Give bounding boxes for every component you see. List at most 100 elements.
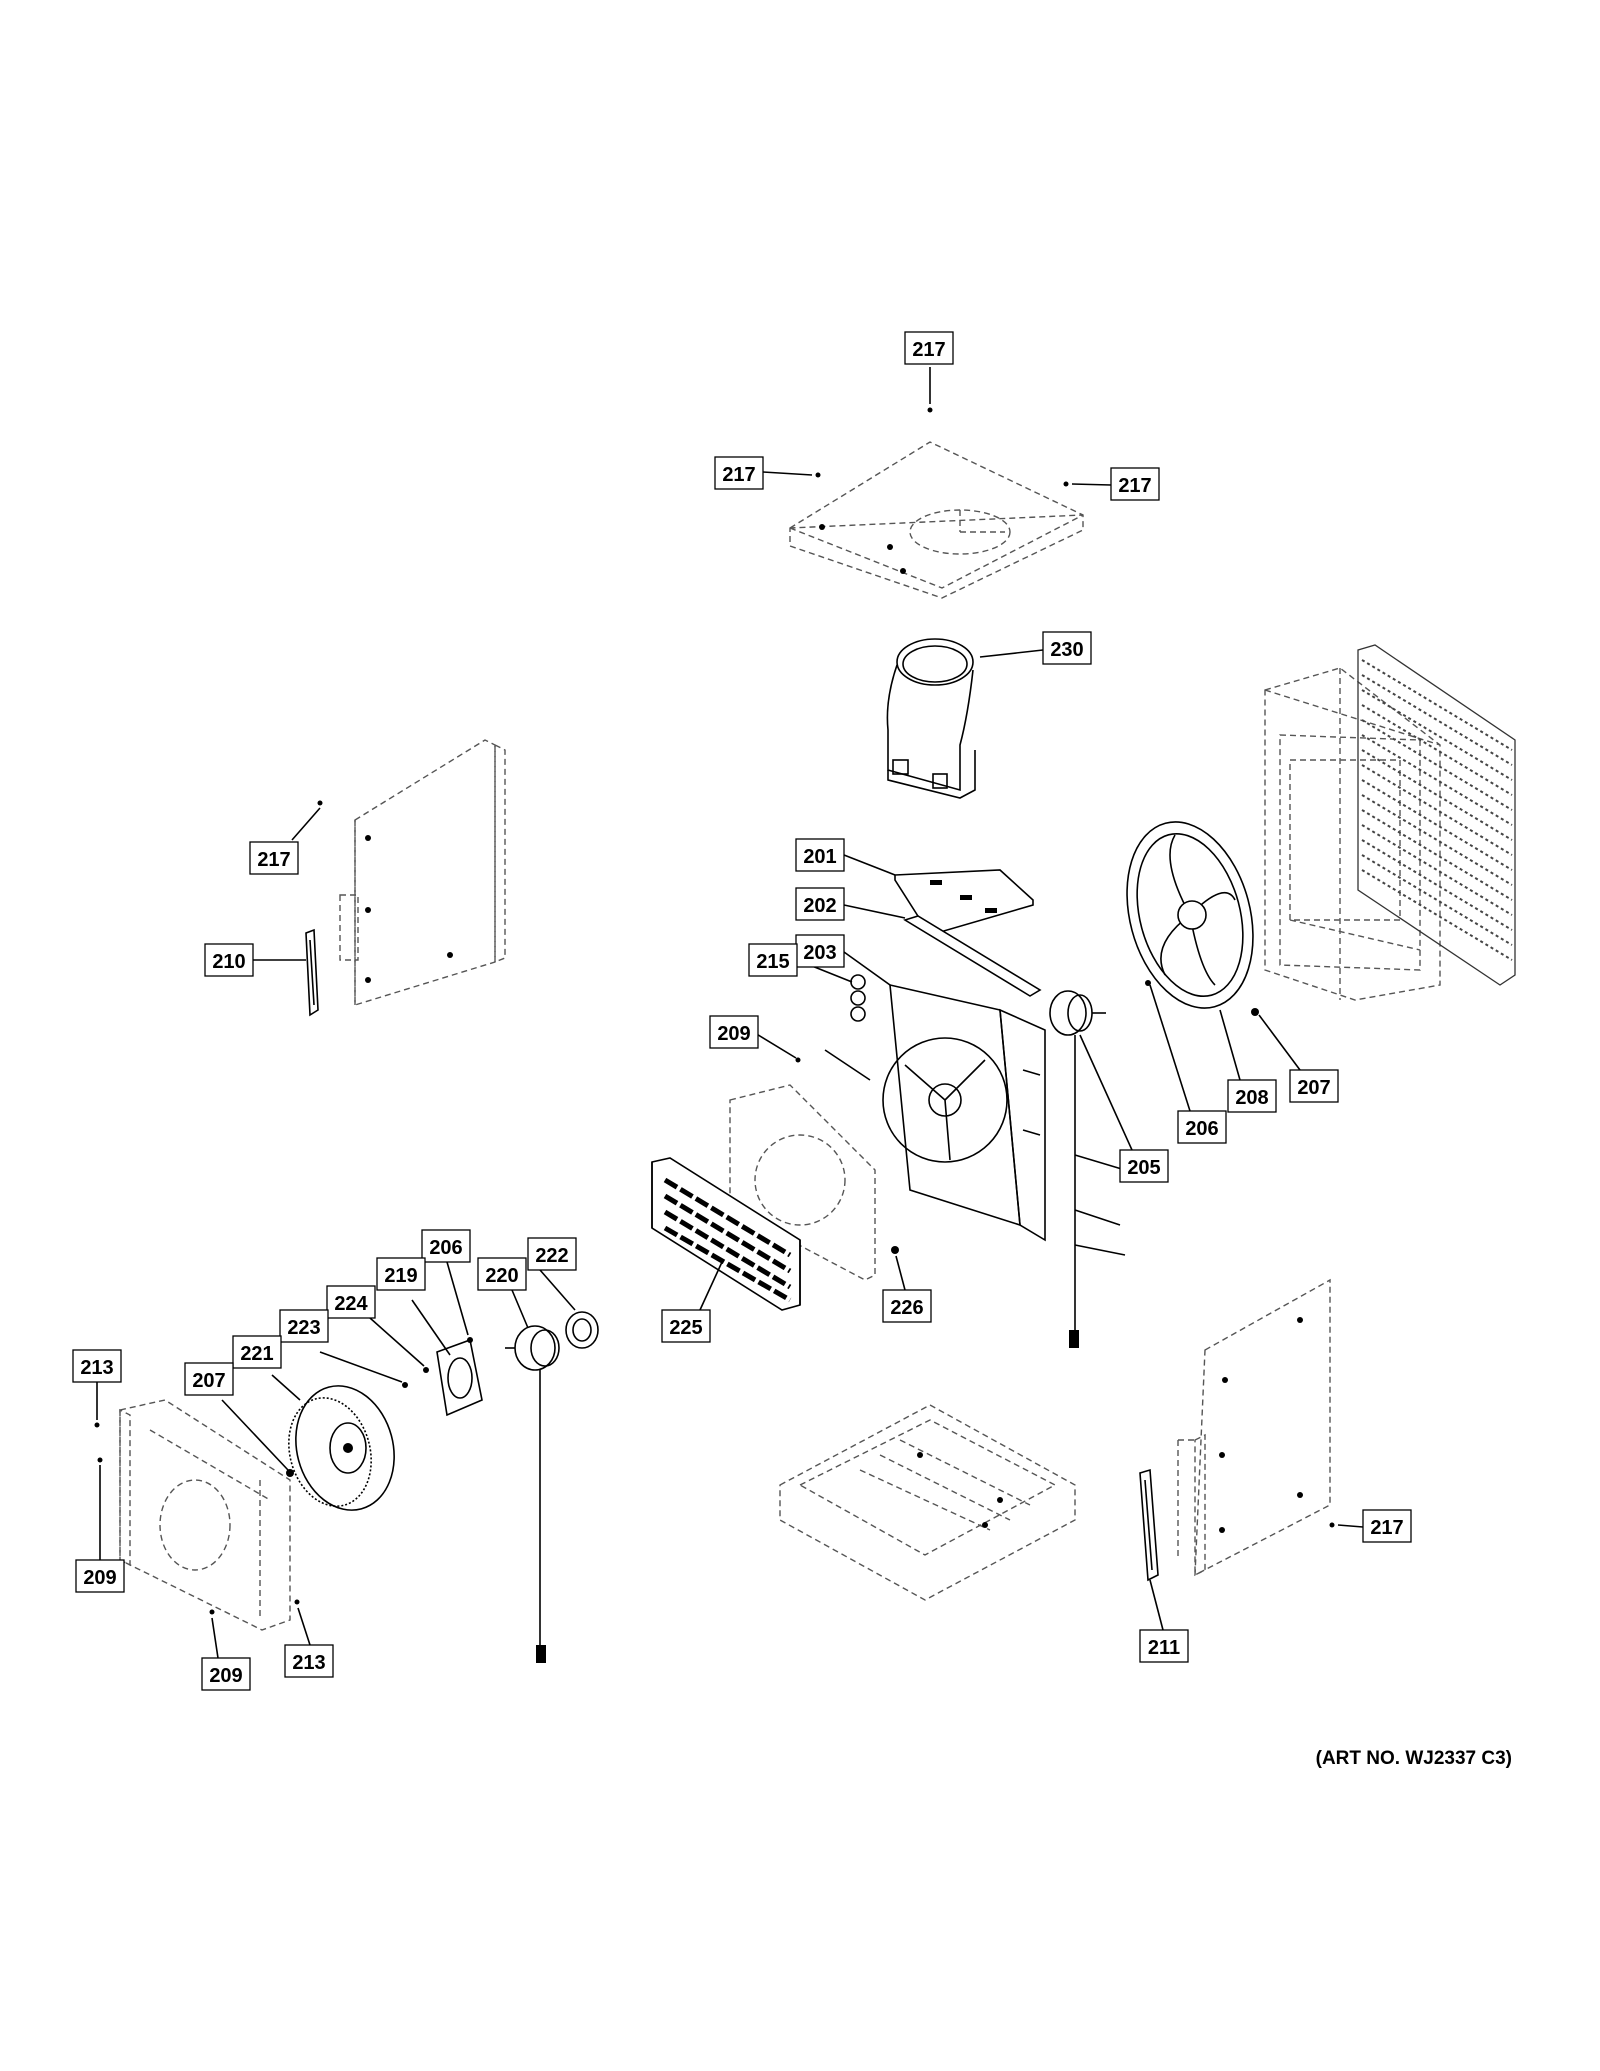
svg-text:219: 219 bbox=[384, 1265, 417, 1287]
right-cabinet bbox=[1264, 667, 1441, 1001]
screw-206-left bbox=[467, 1337, 473, 1343]
leader-lines bbox=[96, 367, 1364, 1659]
screw-217-left bbox=[815, 472, 821, 478]
callout-219: 219 bbox=[376, 1257, 426, 1291]
callout-217-top: 217 bbox=[904, 331, 954, 365]
callout-205: 205 bbox=[1119, 1149, 1169, 1183]
nut-207-left bbox=[286, 1469, 294, 1477]
art-number: (ART NO. WJ2337 C3) bbox=[1315, 1748, 1512, 1769]
screw-217-bottom bbox=[1329, 1522, 1335, 1528]
nut-207-right bbox=[1251, 1008, 1259, 1016]
svg-text:222: 222 bbox=[535, 1245, 568, 1267]
blower-wheel bbox=[288, 1385, 395, 1511]
callout-215: 215 bbox=[748, 943, 798, 977]
svg-text:207: 207 bbox=[192, 1370, 225, 1392]
callout-220: 220 bbox=[477, 1257, 527, 1291]
callout-224: 224 bbox=[326, 1285, 376, 1319]
top-cover-panel bbox=[789, 441, 1084, 599]
svg-text:223: 223 bbox=[287, 1317, 320, 1339]
callout-230: 230 bbox=[1042, 631, 1092, 665]
svg-text:209: 209 bbox=[717, 1023, 750, 1045]
screw-217-right bbox=[1063, 481, 1069, 487]
callout-206-left: 206 bbox=[421, 1229, 471, 1263]
svg-text:207: 207 bbox=[1297, 1077, 1330, 1099]
svg-text:201: 201 bbox=[803, 846, 836, 868]
callout-223: 223 bbox=[279, 1309, 329, 1343]
svg-text:208: 208 bbox=[1235, 1087, 1268, 1109]
motor-mount-bracket bbox=[436, 1338, 483, 1417]
svg-text:217: 217 bbox=[1118, 475, 1151, 497]
svg-text:217: 217 bbox=[257, 849, 290, 871]
screw-217-top bbox=[927, 407, 933, 413]
svg-text:206: 206 bbox=[1185, 1118, 1218, 1140]
svg-text:203: 203 bbox=[803, 942, 836, 964]
screw-206-right bbox=[1145, 980, 1151, 986]
callout-213-bottom: 213 bbox=[284, 1644, 334, 1678]
callout-209-bottom: 209 bbox=[201, 1657, 251, 1691]
heater-coil-assembly bbox=[651, 1157, 801, 1311]
svg-text:215: 215 bbox=[756, 951, 789, 973]
blower-housing bbox=[119, 1399, 291, 1631]
svg-text:202: 202 bbox=[803, 895, 836, 917]
svg-text:225: 225 bbox=[669, 1317, 702, 1339]
svg-text:217: 217 bbox=[722, 464, 755, 486]
callout-221: 221 bbox=[232, 1335, 282, 1369]
svg-text:205: 205 bbox=[1127, 1157, 1160, 1179]
clip-223 bbox=[402, 1382, 408, 1388]
svg-text:210: 210 bbox=[212, 951, 245, 973]
left-side-panel bbox=[339, 739, 506, 1006]
svg-text:224: 224 bbox=[334, 1293, 368, 1315]
svg-text:213: 213 bbox=[80, 1357, 113, 1379]
callout-211: 211 bbox=[1139, 1629, 1189, 1663]
callout-209-left: 209 bbox=[75, 1559, 125, 1593]
seal-ring-222 bbox=[565, 1311, 599, 1349]
grommets-215 bbox=[850, 974, 866, 1022]
svg-text:226: 226 bbox=[890, 1297, 923, 1319]
callout-203: 203 bbox=[795, 934, 845, 968]
axial-fan-blade bbox=[1126, 821, 1254, 1009]
condenser-mesh bbox=[1357, 644, 1516, 986]
callout-222: 222 bbox=[527, 1237, 577, 1271]
svg-text:209: 209 bbox=[209, 1665, 242, 1687]
side-bracket-210 bbox=[305, 928, 319, 1017]
screw-213-top bbox=[94, 1422, 100, 1428]
wire-clips bbox=[1074, 1154, 1126, 1256]
air-duct bbox=[886, 638, 976, 799]
callout-226: 226 bbox=[882, 1289, 932, 1323]
thermostat-226 bbox=[891, 1246, 899, 1254]
svg-text:221: 221 bbox=[240, 1343, 273, 1365]
callout-210: 210 bbox=[204, 943, 254, 977]
svg-text:209: 209 bbox=[83, 1567, 116, 1589]
callout-202: 202 bbox=[795, 887, 845, 921]
svg-text:206: 206 bbox=[429, 1237, 462, 1259]
side-bracket-211 bbox=[1139, 1468, 1159, 1582]
long-rod bbox=[824, 1049, 871, 1081]
right-side-panel bbox=[1177, 1278, 1331, 1577]
control-bracket-202 bbox=[903, 915, 1042, 997]
blower-motor bbox=[505, 1325, 560, 1663]
base-pan bbox=[779, 1404, 1076, 1601]
control-panel-201 bbox=[894, 869, 1034, 936]
heater-back-plate bbox=[729, 1084, 876, 1281]
callout-207-right: 207 bbox=[1289, 1069, 1339, 1103]
screw-209-bottom bbox=[209, 1609, 215, 1615]
callout-206-right: 206 bbox=[1177, 1110, 1227, 1144]
screw-217-side bbox=[317, 800, 323, 806]
fan-shroud bbox=[882, 983, 1046, 1242]
callout-225: 225 bbox=[661, 1309, 711, 1343]
screw-209-mid bbox=[795, 1057, 801, 1063]
svg-text:217: 217 bbox=[1370, 1517, 1403, 1539]
svg-text:213: 213 bbox=[292, 1652, 325, 1674]
screw-213-bottom bbox=[294, 1599, 300, 1605]
callout-208: 208 bbox=[1227, 1079, 1277, 1113]
callout-207-left: 207 bbox=[184, 1362, 234, 1396]
fan-motor bbox=[1049, 990, 1106, 1348]
svg-text:217: 217 bbox=[912, 339, 945, 361]
nut-224 bbox=[423, 1367, 429, 1373]
callout-201: 201 bbox=[795, 838, 845, 872]
svg-text:220: 220 bbox=[485, 1265, 518, 1287]
screw-209-left bbox=[97, 1457, 103, 1463]
svg-text:230: 230 bbox=[1050, 639, 1083, 661]
callout-217-right: 217 bbox=[1110, 467, 1160, 501]
